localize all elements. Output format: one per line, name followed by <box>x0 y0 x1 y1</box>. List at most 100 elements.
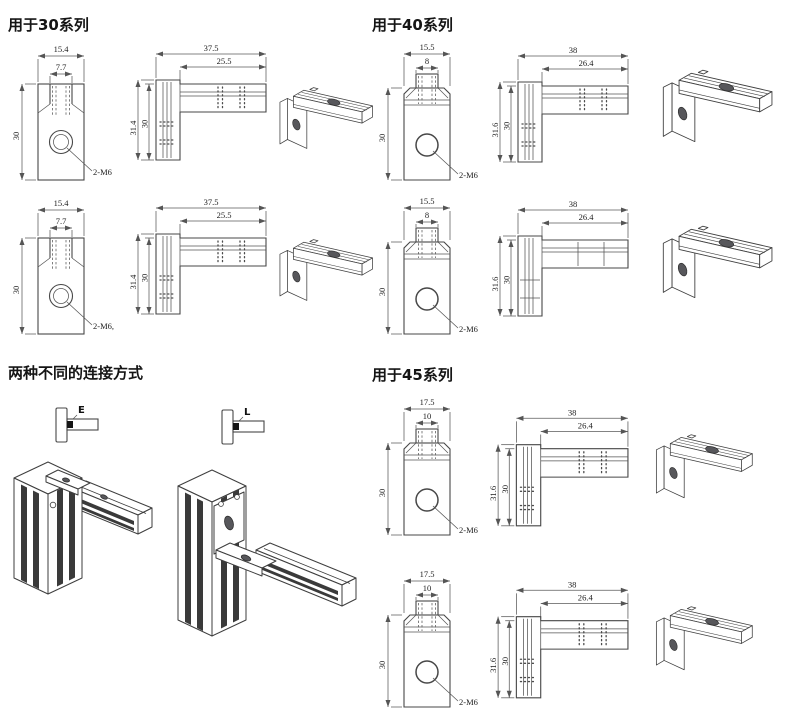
fastener-dots <box>521 88 608 147</box>
dim-slot-width: 7.7 <box>56 62 67 72</box>
bolt-head <box>67 421 73 428</box>
dim-total-width: 15.5 <box>420 196 435 206</box>
slot-hole-leg <box>677 106 688 121</box>
side-view-40-row2: 38 26.4 31.6 30 <box>490 199 629 317</box>
dim-total-width: 15.4 <box>54 198 70 208</box>
assembly-view-e <box>13 461 153 595</box>
horizontal-profile <box>255 542 357 607</box>
iso-view-30-row2 <box>279 239 373 301</box>
front-view-30-row1: 15.4 7.7 30 2-M6 <box>11 44 112 181</box>
bracket-outline <box>517 235 629 317</box>
front-view-40-row2: 15.5 8 30 2-M6 <box>377 196 478 335</box>
profile-outline <box>37 83 93 181</box>
slot-hole-arm <box>718 83 735 92</box>
dim-height: 30 <box>11 132 21 141</box>
dim-arm-length: 25.5 <box>217 210 232 220</box>
dim-slot-width: 7.7 <box>56 216 67 226</box>
dim-total-width: 15.4 <box>54 44 70 54</box>
fastener-dots <box>159 240 246 299</box>
hole-label: 2-M6 <box>459 170 478 180</box>
side-view-30-row2: 37.5 25.5 31.4 30 <box>128 197 267 315</box>
profile-outline <box>37 237 93 335</box>
bracket-outline <box>155 233 267 315</box>
method-l-label: L <box>244 407 251 418</box>
iso-view-30-row1 <box>279 87 373 149</box>
side-view-45-row2: 38 26.4 31.6 30 <box>488 579 629 699</box>
hole-label: 2-M6 <box>459 697 478 707</box>
front-view-45-row2: 17.5 10 30 2-M6 <box>377 569 478 708</box>
dim-leg-height: 30 <box>500 657 510 666</box>
dim-slot-width: 8 <box>425 56 429 66</box>
side-view-40-row1: 38 26.4 31.6 30 <box>490 45 629 163</box>
hole-label: 2-M6 <box>459 324 478 334</box>
corner-bracket <box>45 469 108 509</box>
iso-view-45-row1 <box>655 434 753 499</box>
dim-slot-width: 8 <box>425 210 429 220</box>
iso-bracket <box>655 434 753 499</box>
heading-series-40: 用于40系列 <box>372 16 453 34</box>
dim-height: 30 <box>377 134 387 143</box>
front-view-45-row1: 17.5 10 30 2-M6 <box>377 397 478 536</box>
fastener-dots <box>519 451 607 511</box>
dim-total-height: 31.6 <box>490 123 500 138</box>
dim-arm-length: 25.5 <box>217 56 232 66</box>
dim-slot-width: 10 <box>423 583 432 593</box>
dim-height: 30 <box>377 288 387 297</box>
front-view-40-row1: 15.5 8 30 2-M6 <box>377 42 478 181</box>
dim-total-width: 38 <box>569 45 578 55</box>
slot-hole-arm <box>327 98 341 106</box>
fastener-dots <box>159 86 246 145</box>
dim-total-width: 17.5 <box>420 569 435 579</box>
slot-hole-leg <box>292 270 301 283</box>
heading-connection-methods: 两种不同的连接方式 <box>8 364 144 382</box>
iso-view-40-row1 <box>662 69 773 143</box>
dim-total-width: 15.5 <box>420 42 435 52</box>
hole <box>415 488 439 512</box>
method-e-label: E <box>78 405 85 416</box>
screw <box>49 501 57 509</box>
slot-hole-arm <box>705 618 719 626</box>
screw <box>218 501 224 507</box>
hole <box>415 133 439 157</box>
dim-total-width: 17.5 <box>420 397 435 407</box>
profile-outline <box>403 73 459 181</box>
dim-leg-height: 30 <box>140 274 150 283</box>
dim-height: 30 <box>377 489 387 498</box>
profile-outline <box>403 600 459 708</box>
dim-total-height: 31.6 <box>490 277 500 292</box>
dim-total-width: 38 <box>568 579 577 589</box>
dim-total-width: 37.5 <box>204 197 219 207</box>
dim-total-width: 38 <box>569 199 578 209</box>
dim-height: 30 <box>377 661 387 670</box>
hole-label: 2-M6, <box>93 321 114 331</box>
connector-icon-l: L <box>221 407 265 445</box>
dim-total-width: 38 <box>568 407 577 417</box>
slot-hole-leg <box>669 467 678 479</box>
bracket-outline <box>515 444 629 527</box>
hole-inner <box>53 134 69 150</box>
profile-outline <box>403 428 459 536</box>
fastener-dots <box>519 623 607 683</box>
slot-hole-arm <box>718 239 735 248</box>
dim-leg-height: 30 <box>502 276 512 285</box>
horizontal-profile <box>71 480 153 535</box>
dim-total-width: 37.5 <box>204 43 219 53</box>
bracket-outline <box>515 616 629 699</box>
hole-outer <box>48 129 74 155</box>
hole <box>415 660 439 684</box>
iso-bracket <box>655 606 753 671</box>
connector-icon-e: E <box>55 405 99 443</box>
iso-bracket <box>279 87 373 149</box>
slot-hole-arm <box>327 250 341 258</box>
assembly-view-l <box>177 469 357 637</box>
dim-leg-height: 30 <box>140 120 150 129</box>
heading-series-45: 用于45系列 <box>372 366 453 384</box>
dim-total-height: 31.4 <box>128 120 138 136</box>
hole-label: 2-M6 <box>93 167 112 177</box>
corner-bracket <box>213 491 277 577</box>
bolt-head <box>233 423 239 430</box>
iso-bracket <box>662 225 773 299</box>
hole <box>415 287 439 311</box>
dim-arm-length: 26.4 <box>579 212 595 222</box>
